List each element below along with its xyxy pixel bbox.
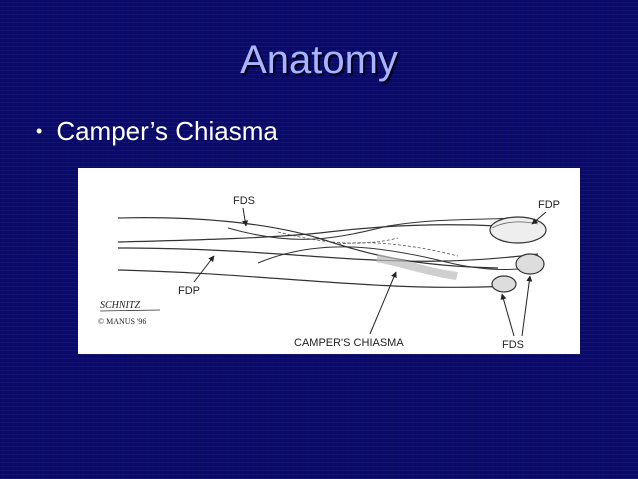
bullet-item: • Camper’s Chiasma	[36, 116, 278, 147]
copyright-text: © MANUS '96	[98, 317, 146, 326]
fds-tendon-end-upper	[516, 254, 544, 274]
label-fdp-left: FDP	[178, 285, 200, 297]
bullet-text: Camper’s Chiasma	[56, 116, 278, 147]
slide-title: Anatomy	[0, 38, 638, 83]
illustrator-signature: SCHNITZ	[100, 300, 140, 311]
fdp-tendon	[118, 248, 538, 261]
label-campers-chiasma: CAMPER'S CHIASMA	[294, 337, 404, 349]
label-fdp-right: FDP	[538, 199, 560, 211]
tendon-drawing: FDS FDP FDP CAMPER'S CHIASMA FDS SCHNITZ…	[78, 168, 580, 354]
fdp-tendon-end	[490, 217, 546, 243]
fds-tendon-end-lower	[492, 276, 516, 292]
label-fds-top: FDS	[233, 195, 255, 207]
tendon-illustration: FDS FDP FDP CAMPER'S CHIASMA FDS SCHNITZ…	[78, 168, 580, 354]
bullet-icon: •	[36, 121, 42, 142]
label-fds-bottom: FDS	[502, 339, 524, 351]
